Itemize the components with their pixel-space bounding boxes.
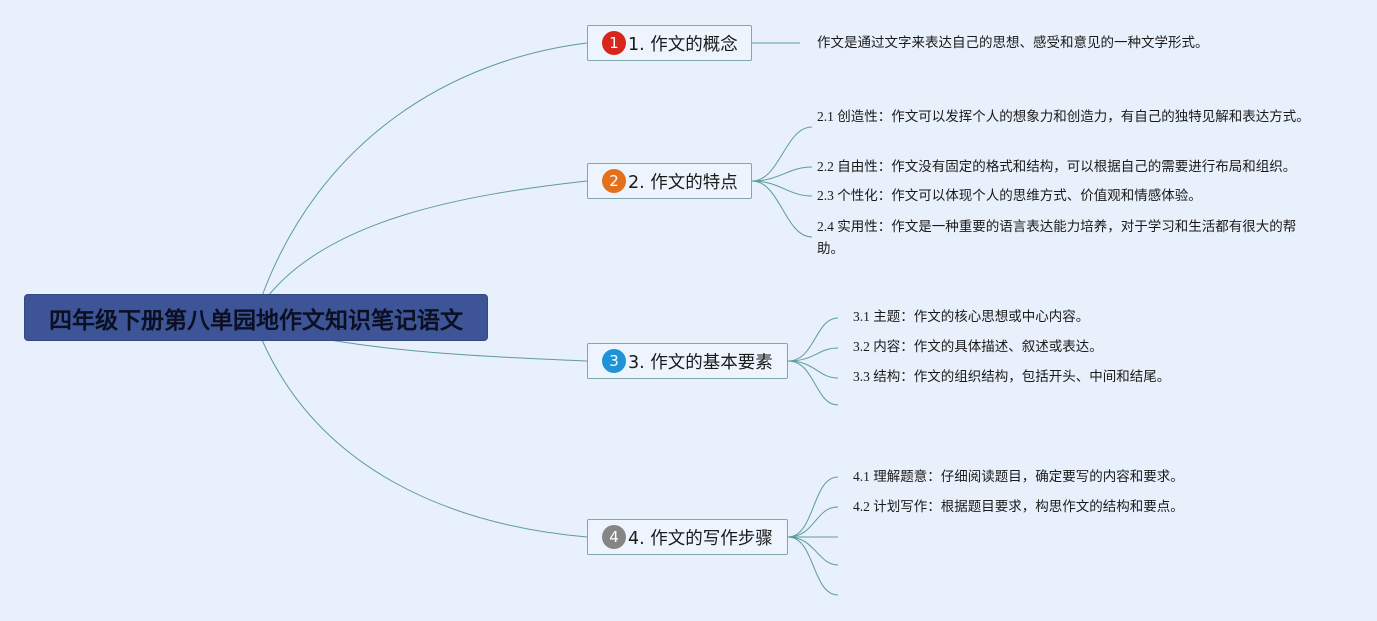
topic-2-leaf-4[interactable]: 2.4 实用性：作文是一种重要的语言表达能力培养，对于学习和生活都有很大的帮助。 [817, 219, 1297, 256]
link-topic-2-leaf-3 [751, 180, 813, 197]
link-root-topic-2 [267, 180, 588, 297]
link-topic-2-leaf-1 [751, 126, 813, 182]
link-topic-4-leaf-2 [787, 506, 839, 538]
root-topic[interactable]: 四年级下册第八单园地作文知识笔记语文 [25, 295, 487, 340]
topic-1-leaf-1[interactable]: 作文是通过文字来表达自己的思想、感受和意见的一种文学形式。 [817, 35, 1209, 50]
topic-4-leaf-2[interactable]: 4.2 计划写作：根据题目要求，构思作文的结构和要点。 [853, 499, 1184, 514]
topic-1-node[interactable]: 1 1. 作文的概念 [587, 25, 752, 61]
link-root-topic-1 [261, 42, 588, 297]
link-topic-2-leaf-2 [751, 166, 813, 182]
topic-3-label: 3. 作文的基本要素 [628, 352, 773, 373]
topic-1-label: 1. 作文的概念 [628, 34, 738, 55]
topic-4-node[interactable]: 4 4. 作文的写作步骤 [587, 519, 788, 555]
topic-3-leaf-1[interactable]: 3.1 主题：作文的核心思想或中心内容。 [853, 309, 1090, 324]
topic-4-label: 4. 作文的写作步骤 [628, 528, 773, 549]
topic-3-leaf-3[interactable]: 3.3 结构：作文的组织结构，包括开头、中间和结尾。 [853, 369, 1171, 384]
topic-2-leaf-2[interactable]: 2.2 自由性：作文没有固定的格式和结构，可以根据自己的需要进行布局和组织。 [817, 159, 1297, 174]
topic-3-node[interactable]: 3 3. 作文的基本要素 [587, 343, 788, 379]
topic-2-leaf-1[interactable]: 2.1 创造性：作文可以发挥个人的想象力和创造力，有自己的独特见解和表达方式。 [817, 109, 1310, 124]
link-topic-3-leaf-4 [787, 360, 839, 406]
link-topic-4-leaf-1 [787, 476, 839, 538]
topic-2-leaf-3[interactable]: 2.3 个性化：作文可以体现个人的思维方式、价值观和情感体验。 [817, 188, 1202, 203]
link-root-topic-4 [261, 339, 588, 538]
link-root-topic-3 [329, 339, 588, 362]
link-topic-4-leaf-4 [787, 536, 839, 566]
root-topic-label: 四年级下册第八单园地作文知识笔记语文 [49, 307, 463, 334]
number-4-icon: 4 [602, 525, 626, 549]
link-topic-4-leaf-5 [787, 536, 839, 596]
topic-4-leaf-1[interactable]: 4.1 理解题意：仔细阅读题目，确定要写的内容和要求。 [853, 469, 1184, 484]
link-topic-3-leaf-2 [787, 347, 839, 362]
number-2-icon: 2 [602, 169, 626, 193]
topic-2-node[interactable]: 2 2. 作文的特点 [587, 163, 752, 199]
number-3-icon: 3 [602, 349, 626, 373]
link-topic-3-leaf-1 [787, 317, 839, 362]
number-1-icon: 1 [602, 31, 626, 55]
topic-3-leaf-2[interactable]: 3.2 内容：作文的具体描述、叙述或表达。 [853, 339, 1103, 354]
link-topic-2-leaf-4 [751, 180, 813, 238]
topic-2-label: 2. 作文的特点 [628, 172, 738, 193]
link-topic-3-leaf-3 [787, 360, 839, 379]
